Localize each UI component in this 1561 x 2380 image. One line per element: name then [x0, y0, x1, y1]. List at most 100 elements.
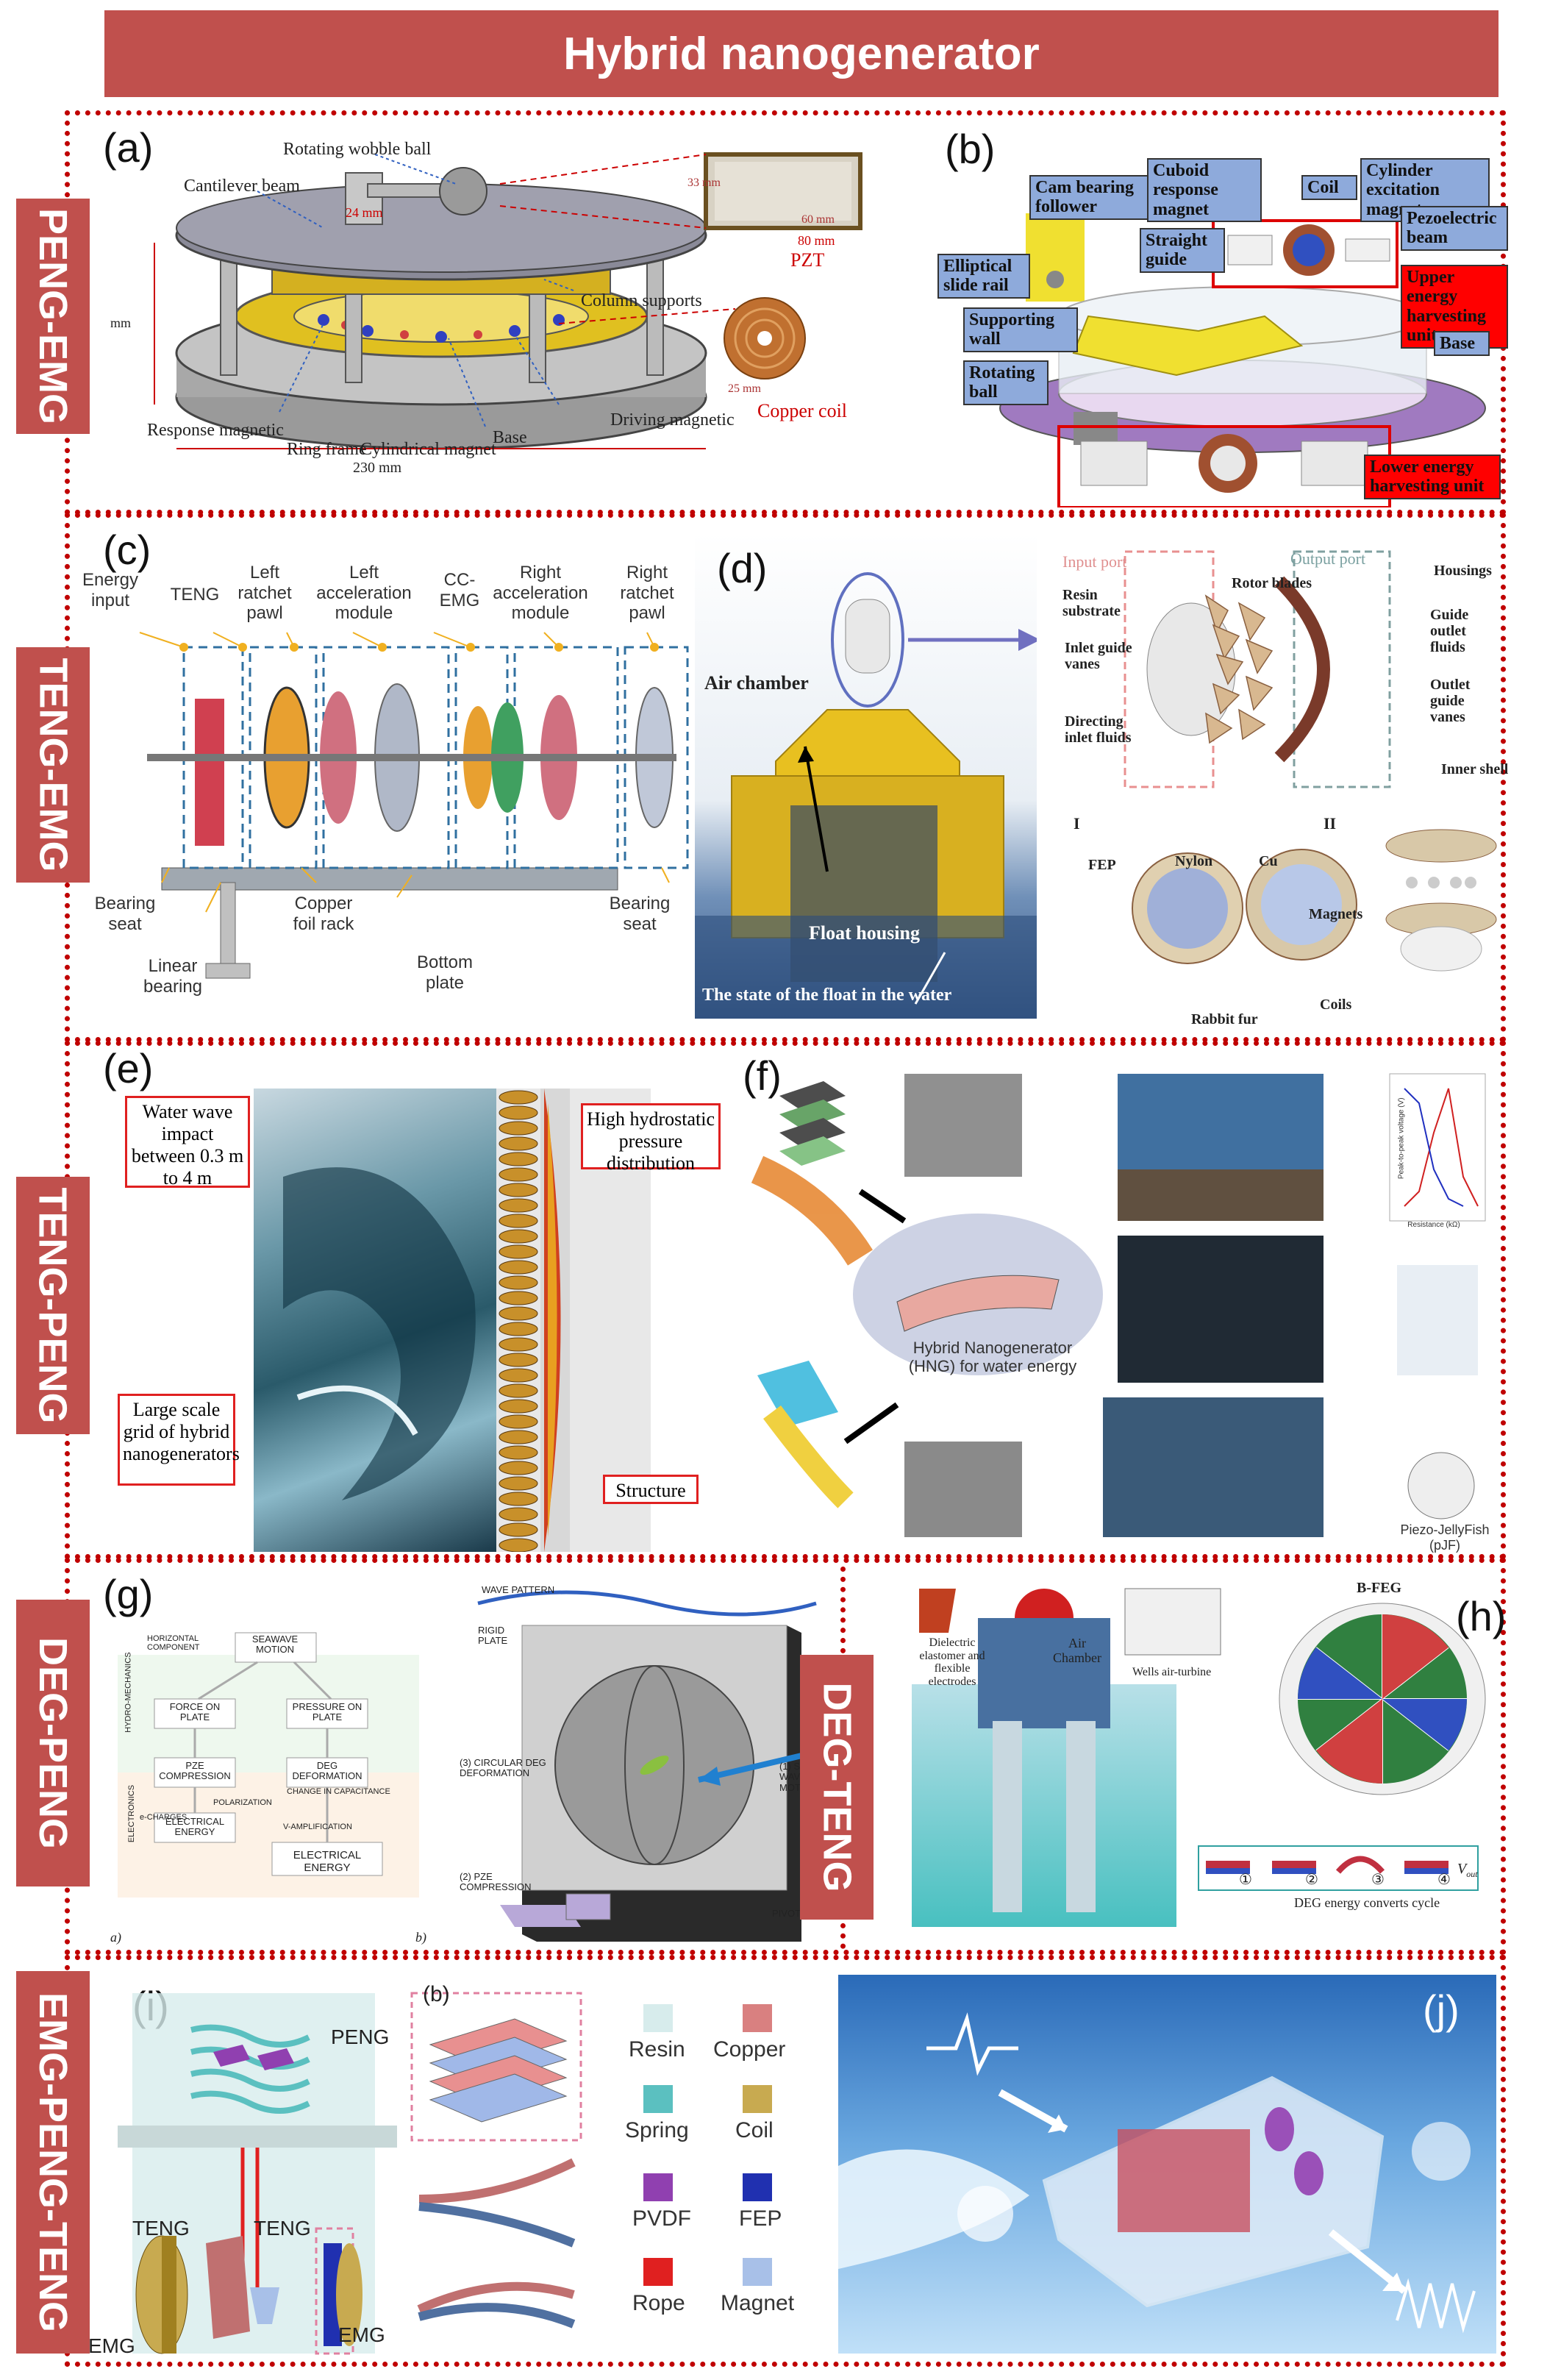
label-rotating-ball: Rotating wobble ball: [283, 140, 432, 159]
label-hng: Hybrid Nanogenerator (HNG) for water ene…: [908, 1339, 1077, 1376]
panel-a-label: (a): [103, 124, 154, 171]
panel-e-label: (e): [103, 1045, 154, 1091]
label-pzt-60: 60 mm: [801, 213, 835, 226]
label-right-ratchet: Right ratchet pawl: [620, 563, 674, 624]
nanogenerator-cell: [499, 1260, 538, 1275]
label-lower-unit: Lower energy harvesting unit: [1364, 455, 1501, 499]
legend-swatch-spring: [643, 2085, 673, 2113]
g-change-cap: CHANGE IN CAPACITANCE: [287, 1787, 390, 1796]
label-inlet-vanes: Inlet guide vanes: [1065, 640, 1132, 672]
label-magnets: Magnets: [1309, 906, 1363, 922]
panel-h-label: (h): [1456, 1593, 1507, 1639]
panel-d-label: (d): [717, 545, 768, 591]
label-directing-inlet: Directing inlet fluids: [1065, 713, 1132, 746]
label-vout: Vout: [1457, 1861, 1478, 1879]
legend-swatch-magnet: [743, 2258, 772, 2286]
label-resin-substrate: Resin substrate: [1062, 587, 1121, 619]
g-hydro: HYDRO-MECHANICS: [124, 1652, 133, 1733]
nanogenerator-cell: [499, 1306, 538, 1321]
label-plot-ylabel: Peak-to-peak voltage (V): [1397, 1097, 1406, 1180]
label-step-4: ④: [1437, 1872, 1451, 1888]
nanogenerator-cell: [499, 1368, 538, 1383]
g-elec1: ELECTRICAL ENERGY: [165, 1816, 225, 1838]
label-dielectric: Dielectric elastomer and flexible electr…: [919, 1636, 985, 1688]
panel-f-label: (f): [743, 1052, 782, 1099]
label-column-supports: Column supports: [581, 291, 702, 310]
panel-j-ocean-scene: [838, 1975, 1496, 2354]
label-emg-i-2: EMG: [338, 2323, 385, 2346]
panel-b-drawing: [999, 213, 1486, 507]
label-bfeg: B-FEG: [1357, 1580, 1402, 1596]
label-float-housing: Float housing: [809, 922, 920, 944]
legend-pvdf: PVDF: [632, 2206, 692, 2231]
label-left-ratchet: Left ratchet pawl: [237, 563, 292, 624]
legend-swatch-fep: [743, 2173, 772, 2201]
panel-g-plate-drawing: [477, 1590, 824, 1942]
g-polarization: POLARIZATION: [213, 1798, 272, 1807]
side-label-peng-emg: PENG-EMG: [16, 199, 90, 434]
label-teng-c: TENG: [170, 585, 220, 605]
label-coils: Coils: [1320, 997, 1352, 1013]
legend-swatch-resin: [643, 2004, 673, 2032]
label-input-port: Input port: [1062, 552, 1127, 571]
label-air-chamber-h: Air Chamber: [1053, 1636, 1101, 1665]
legend-coil: Coil: [735, 2118, 774, 2142]
g-seawave: SEAWAVE MOTION: [251, 1633, 299, 1656]
nanogenerator-cell: [499, 1337, 538, 1352]
nanogenerator-cell: [499, 1214, 538, 1228]
panel-c-drawing: [139, 632, 689, 979]
label-step-2: ②: [1305, 1872, 1318, 1888]
g-charges: e-CHARGES: [140, 1813, 187, 1822]
label-dim-24: 24 mm: [346, 205, 383, 220]
side-label-teng-emg: TENG-EMG: [16, 647, 90, 883]
panel-e-wave-image: [254, 1089, 496, 1552]
side-label-teng-peng: TENG-PENG: [16, 1177, 90, 1434]
panel-e-nanogenerator-grid: [496, 1089, 570, 1552]
panel-c-label: (c): [103, 527, 151, 573]
label-copper-coil: Copper coil: [757, 400, 848, 421]
legend-copper: Copper: [713, 2037, 786, 2062]
g-pze: PZE COMPRESSION: [159, 1760, 231, 1782]
label-rotor-blades: Rotor blades: [1232, 575, 1312, 591]
legend-swatch-rope: [643, 2258, 673, 2286]
g-deg-def: DEG DEFORMATION: [292, 1760, 362, 1782]
g-sub-b: b): [415, 1930, 426, 1945]
figure-title: Hybrid nanogenerator: [104, 10, 1499, 97]
side-label-deg-peng: DEG-PENG: [16, 1600, 90, 1886]
nanogenerator-cell: [499, 1275, 538, 1290]
label-base: Base: [493, 428, 527, 447]
nanogenerator-cell: [499, 1090, 538, 1105]
g-horizontal: HORIZONTAL COMPONENT: [147, 1634, 200, 1653]
label-emg-i-1: EMG: [88, 2334, 135, 2357]
nanogenerator-cell: [499, 1461, 538, 1475]
label-roman-ii: II: [1324, 814, 1337, 833]
label-cantilever: Cantilever beam: [184, 177, 300, 196]
label-rabbit-fur: Rabbit fur: [1191, 1011, 1258, 1027]
legend-swatch-coil: [743, 2085, 772, 2113]
nanogenerator-cell: [499, 1167, 538, 1182]
nanogenerator-cell: [499, 1522, 538, 1537]
label-inner-shell: Inner shell: [1441, 761, 1509, 777]
nanogenerator-cell: [499, 1322, 538, 1336]
nanogenerator-cell: [499, 1430, 538, 1444]
callout-wave-impact: Water wave impact between 0.3 m to 4 m: [125, 1096, 250, 1189]
legend-swatch-copper: [743, 2004, 772, 2032]
label-response-magnetic: Response magnetic: [147, 421, 284, 440]
side-label-emg-peng-teng: EMG-PENG-TENG: [16, 1971, 90, 2354]
label-cylindrical-magnet: Cylindrical magnet: [360, 440, 496, 459]
panel-d-float-scene: [695, 533, 1037, 1019]
panel-a-drawing: [154, 152, 862, 450]
nanogenerator-cell: [499, 1538, 538, 1552]
label-step-1: ①: [1239, 1872, 1252, 1888]
legend-resin: Resin: [629, 2037, 685, 2062]
label-pzt: PZT: [790, 249, 825, 271]
label-roman-i: I: [1074, 814, 1080, 833]
nanogenerator-cell: [499, 1244, 538, 1259]
nanogenerator-cell: [499, 1507, 538, 1522]
label-cc-emg: CC-EMG: [439, 570, 480, 610]
nanogenerator-cell: [499, 1399, 538, 1414]
legend-spring: Spring: [625, 2118, 689, 2142]
label-bearing-seat-right: Bearing seat: [609, 894, 671, 934]
nanogenerator-cell: [499, 1183, 538, 1197]
label-bottom-plate: Bottom plate: [416, 952, 474, 993]
